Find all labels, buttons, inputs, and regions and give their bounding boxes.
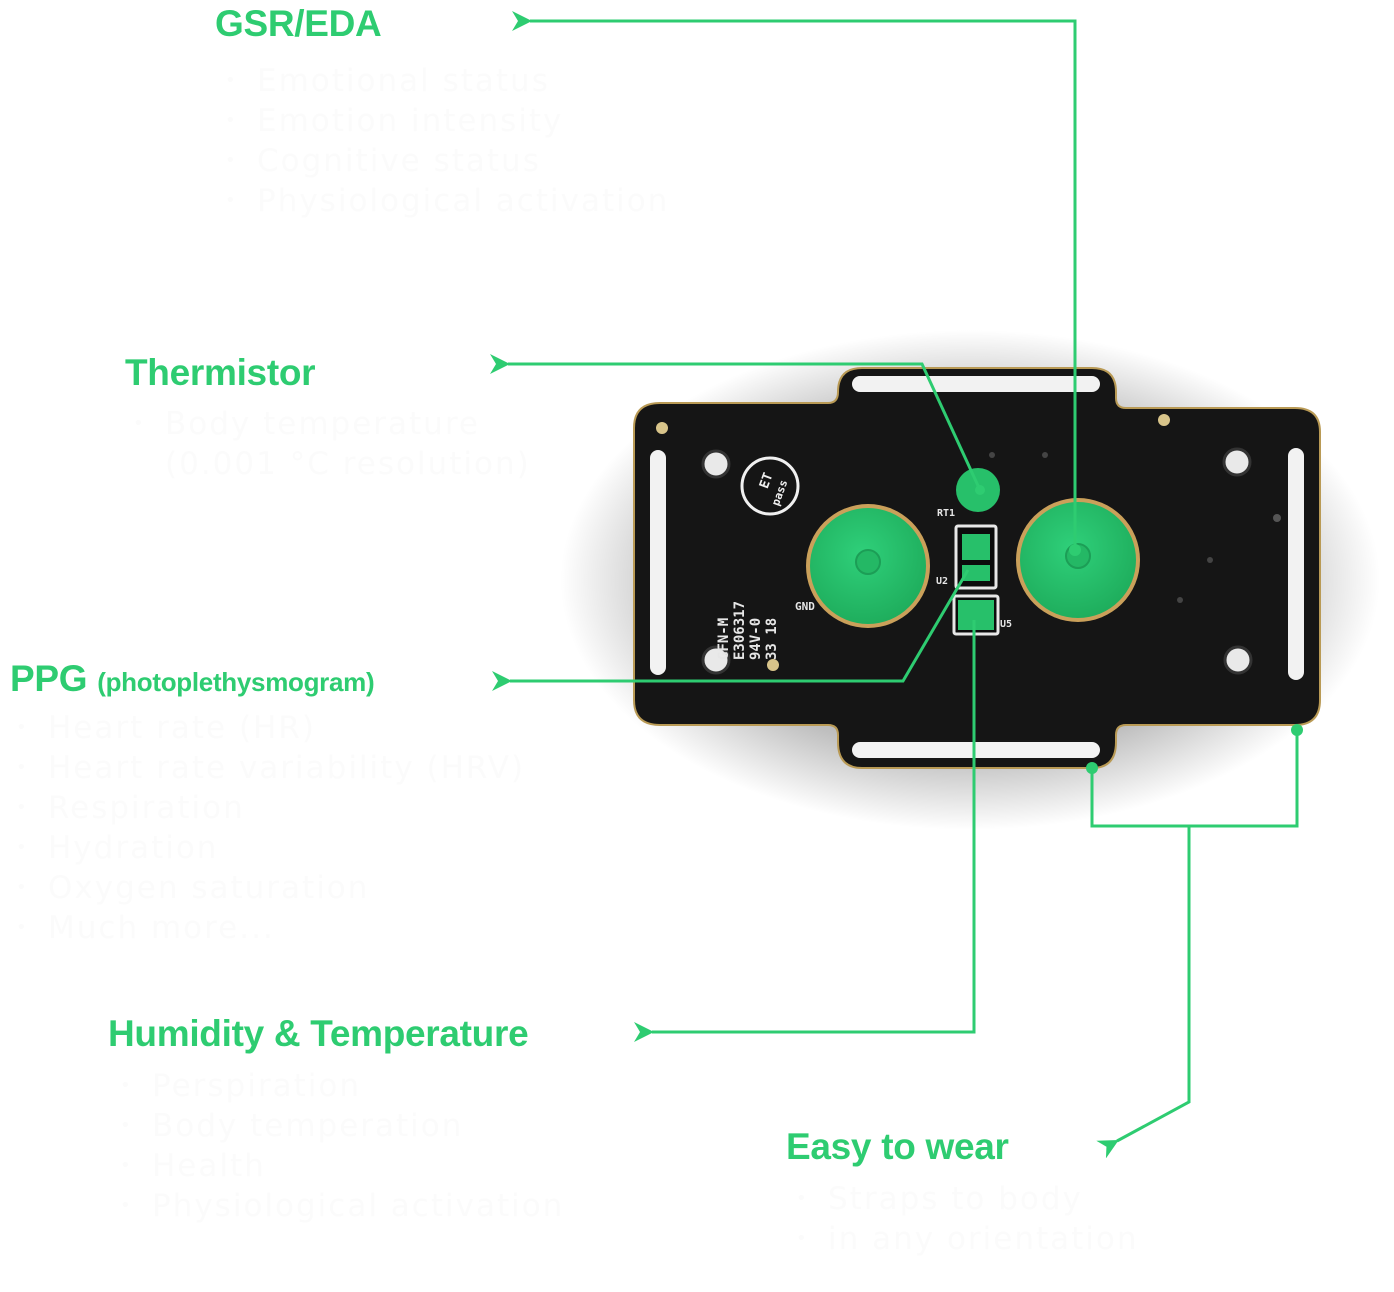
pcb-board: ET pass GFN-M E306317 94V-0 33 18 GND RT… [633, 367, 1321, 769]
strap-slot-left [650, 450, 666, 675]
cert-logo [740, 456, 800, 516]
gsr-eda-list: Emotional status Emotion intensity Cogni… [225, 61, 669, 221]
list-item: Heart rate (HR) [16, 708, 525, 748]
list-item: Perspiration [120, 1066, 564, 1106]
marking-text: 94V-0 [748, 618, 764, 660]
strap-slot-right [1288, 448, 1304, 680]
thermistor-connector [490, 354, 982, 491]
wear-connector [1090, 730, 1299, 1141]
marking-text: GFN-M [716, 618, 732, 660]
list-item: Oxygen saturation [16, 868, 525, 908]
marking-text: E306317 [732, 601, 748, 660]
ppg-title: PPG [10, 658, 88, 699]
list-item: in any orientation [796, 1219, 1139, 1259]
list-item: Physiological activation [120, 1186, 564, 1226]
gsr-connector [512, 11, 1077, 550]
mount-hole [1222, 447, 1252, 477]
ppg-subtitle: (photoplethysmogram) [97, 667, 375, 697]
connector-lines [490, 11, 1299, 1141]
ppg-heading: PPG (photoplethysmogram) [10, 658, 375, 699]
gnd-label: GND [795, 600, 815, 613]
list-item: (0.001 °C resolution) [165, 446, 531, 482]
humidity-list: Perspiration Body temperation Health Phy… [120, 1066, 564, 1226]
thermistor-list: Body temperature (0.001 °C resolution) [133, 404, 531, 484]
list-item: Straps to body [796, 1179, 1139, 1219]
humidity-connector [634, 620, 976, 1042]
mount-hole [701, 449, 731, 479]
list-item: Emotion intensity [225, 101, 669, 141]
list-item: Physiological activation [225, 181, 669, 221]
list-item: Emotional status [225, 61, 669, 101]
gsr-eda-heading: GSR/EDA [215, 3, 382, 44]
easy-to-wear-list: Straps to body in any orientation [796, 1179, 1139, 1259]
list-item: Respiration [16, 788, 525, 828]
thermistor-heading: Thermistor [125, 352, 316, 393]
strap-slot-top [852, 376, 1100, 392]
marking-text: 33 18 [764, 618, 780, 660]
rt1-label: RT1 [937, 508, 955, 519]
list-item: Body temperature [133, 404, 531, 444]
strap-slot-bottom [852, 742, 1100, 758]
list-item: Much more... [16, 908, 525, 948]
ppg-connector [492, 569, 970, 691]
list-item: Heart rate variability (HRV) [16, 748, 525, 788]
list-item: Hydration [16, 828, 525, 868]
u5-label: U5 [1000, 619, 1012, 630]
list-item: Cognitive status [225, 141, 669, 181]
easy-to-wear-heading: Easy to wear [786, 1126, 1009, 1167]
list-item: Health [120, 1146, 564, 1186]
humidity-heading: Humidity & Temperature [108, 1013, 529, 1054]
u2-label: U2 [936, 576, 948, 587]
mount-hole [1223, 645, 1253, 675]
logo-line1: ET [757, 471, 777, 491]
mount-hole [701, 645, 731, 675]
ppg-list: Heart rate (HR) Heart rate variability (… [16, 708, 525, 948]
list-item: Body temperation [120, 1106, 564, 1146]
